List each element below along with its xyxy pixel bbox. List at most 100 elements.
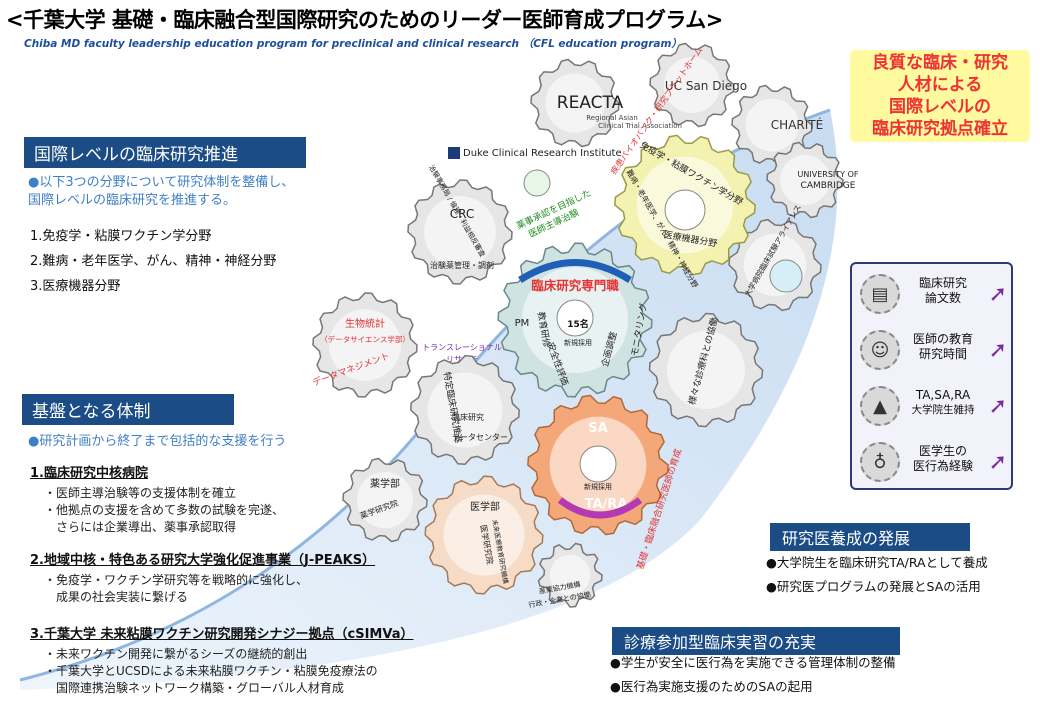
paper-icon: ▤	[860, 274, 900, 314]
section-international-banner: 国際レベルの臨床研究推進	[24, 137, 306, 168]
doctor-icon: ☺	[860, 330, 900, 370]
gear-various-departments-inner	[667, 331, 745, 409]
outcome-label-ta: TA,SA,RA 大学院生雑持	[906, 388, 980, 418]
graduation-cap-icon: ▲	[860, 386, 900, 426]
field-item-3: 3.医療機器分野	[30, 279, 121, 294]
section-clinical-training-banner: 診療参加型臨床実習の充実	[612, 627, 900, 655]
rotation-arrow-icon	[518, 259, 632, 283]
duke-shield-icon	[448, 147, 460, 159]
outcome-label-papers: 臨床研究 論文数	[906, 276, 980, 306]
center-banner: 臨床研究専門職	[531, 278, 619, 293]
sa-person-icon	[579, 445, 617, 483]
outcomes-panel: ▤ 臨床研究 論文数 ➚ ☺ 医師の教育 研究時間 ➚ ▲ TA,SA,RA 大…	[850, 262, 1013, 490]
handshake-icon	[523, 169, 551, 197]
outcome-row-papers: ▤ 臨床研究 論文数 ➚	[856, 270, 1011, 318]
gear-ucsd-inner	[663, 56, 721, 114]
tokutei-3: データセンター	[452, 432, 508, 442]
crc-bottom-label: 治験薬管理・調剤	[430, 260, 494, 270]
gear-charite-inner	[745, 98, 799, 152]
foundation-item-3-sub-1: ・未来ワクチン開発に繋がるシーズの継続的創出	[44, 647, 308, 661]
gear-research-fields-hub	[664, 189, 706, 231]
foundation-item-1-title: 1.臨床研究中核病院	[30, 466, 148, 481]
page-subtitle: Chiba MD faculty leadership education pr…	[24, 38, 682, 50]
igaku-1: 医学部	[470, 500, 500, 513]
outcome-label-students: 医学生の 医行為経験	[906, 444, 980, 474]
outcome-row-students: ♁ 医学生の 医行為経験 ➚	[856, 438, 1011, 486]
increase-arrow-icon: ➚	[988, 450, 1007, 475]
reacta-sub-1: Regional Asian	[586, 114, 638, 122]
translational-1: トランスレーショナル	[422, 343, 502, 352]
gear-reacta-inner	[545, 73, 605, 133]
tokutei-2: 臨床研究	[452, 412, 484, 422]
duke-label: Duke Clinical Research Institute	[463, 148, 622, 159]
gear-medical-school-inner	[443, 494, 525, 576]
gear-industry-inner	[549, 554, 591, 596]
section-international-note-1: ●以下3つの分野について研究体制を整備し、	[28, 175, 295, 190]
outcome-row-ta: ▲ TA,SA,RA 大学院生雑持 ➚	[856, 382, 1011, 430]
outcome-label-papers-2: 論文数	[924, 291, 961, 305]
yaku-1: 薬学部	[370, 477, 400, 490]
page-title: <千葉大学 基礎・臨床融合型国際研究のためのリーダー医師育成プログラム>	[6, 8, 723, 32]
gear-biostat-inner	[329, 309, 401, 381]
outcome-label-students-2: 医行為経験	[912, 459, 973, 473]
researcher-bullet-2: ●研究医プログラムの発展とSAの活用	[766, 579, 981, 594]
foundation-item-3-title: 3.千葉大学 未来粘膜ワクチン研究開発シナジー拠点（cSIMVa）	[30, 627, 414, 642]
center-item-pm: PM	[515, 318, 530, 329]
outcome-label-ta-1: TA,SA,RA	[915, 388, 971, 402]
increase-arrow-icon: ➚	[988, 282, 1007, 307]
biostat-sub: （データサイエンス学部）	[320, 334, 410, 344]
stethoscope-icon: ♁	[860, 442, 900, 482]
outcome-label-papers-1: 臨床研究	[918, 276, 967, 290]
center-count-sub: 新規採用	[564, 338, 592, 347]
outcome-label-students-1: 医学生の	[918, 444, 967, 458]
crc-title: CRC	[450, 207, 475, 221]
field-item-1: 1.免疫学・粘膜ワクチン学分野	[30, 229, 212, 244]
tagline-box: 良質な臨床・研究 人材による 国際レベルの 臨床研究拠点確立	[850, 50, 1030, 142]
ucsd-logo: UC San Diego	[665, 79, 747, 93]
gear-cambridge-inner	[780, 155, 830, 205]
sa-bottom: TA/RA	[585, 497, 628, 512]
increase-arrow-icon: ➚	[988, 338, 1007, 363]
foundation-item-3-sub-3: 国際連携治験ネットワーク構築・グローバル人材育成	[44, 681, 344, 695]
foundation-item-2-sub-1: ・免疫学・ワクチン学研究等を戦略的に強化し、	[44, 573, 309, 587]
sa-top: SA	[588, 421, 607, 436]
gear-crc-inner	[424, 196, 496, 268]
foundation-item-1-sub-2: ・他拠点の支援を含めて多数の試験を完遂、	[44, 503, 285, 517]
gear-tokutei-inner	[427, 372, 503, 448]
outcome-row-education: ☺ 医師の教育 研究時間 ➚	[856, 326, 1011, 374]
clinical-training-bullet-1: ●学生が安全に医行為を実施できる管理体制の整備	[610, 655, 896, 670]
cambridge-logo-1: UNIVERSITY OF	[798, 170, 859, 179]
alliance-mark-icon	[769, 259, 803, 293]
center-person-icon	[556, 299, 594, 337]
reacta-sub-2: Clinical Trial Association	[598, 122, 682, 130]
section-international-note-2: 国際レベルの臨床研究を推進する。	[28, 193, 237, 208]
tagline-line-4: 臨床研究拠点確立	[872, 119, 1008, 139]
foundation-item-2-title: 2.地域中核・特色ある研究大学強化促進事業（J-PEAKS）	[30, 553, 376, 568]
increase-arrow-icon: ➚	[988, 394, 1007, 419]
background-swoosh	[20, 110, 838, 690]
outcome-label-education: 医師の教育 研究時間	[906, 332, 980, 362]
field-item-2: 2.難病・老年医学、がん、精神・神経分野	[30, 254, 277, 269]
reacta-logo: REACTA	[557, 93, 624, 113]
charite-logo: CHARITÉ	[771, 117, 823, 132]
cambridge-logo-2: CAMBRIDGE	[801, 181, 856, 191]
outcome-label-ta-2: 大学院生雑持	[911, 404, 975, 416]
clinical-training-bullet-2: ●医行為実施支援のためのSAの起用	[610, 679, 813, 694]
sa-label: 新規採用	[584, 482, 612, 491]
foundation-item-2-sub-2: 成果の社会実装に繋げる	[44, 590, 189, 604]
researcher-bullet-1: ●大学院生を臨床研究TA/RAとして養成	[766, 555, 988, 570]
tagline-line-3: 国際レベルの	[889, 97, 991, 117]
rotation-arrow-icon	[557, 497, 643, 519]
center-count: 15名	[567, 318, 589, 330]
section-foundation-note: ●研究計画から終了まで包括的な支援を行う	[28, 434, 287, 449]
tagline-line-1: 良質な臨床・研究	[872, 53, 1008, 73]
section-researcher-banner: 研究医養成の発展	[770, 523, 970, 551]
tagline-line-2: 人材による	[897, 75, 983, 95]
duke-logo: Duke Clinical Research Institute	[448, 147, 622, 159]
section-foundation-banner: 基盤となる体制	[22, 394, 234, 425]
foundation-item-1-sub-3: さらには企業導出、薬事承認取得	[44, 520, 237, 534]
foundation-item-3-sub-2: ・千葉大学とUCSDによる未来粘膜ワクチン・粘膜免疫療法の	[44, 664, 378, 678]
outcome-label-education-1: 医師の教育	[912, 332, 973, 346]
gear-pharmacy-inner	[356, 471, 414, 529]
